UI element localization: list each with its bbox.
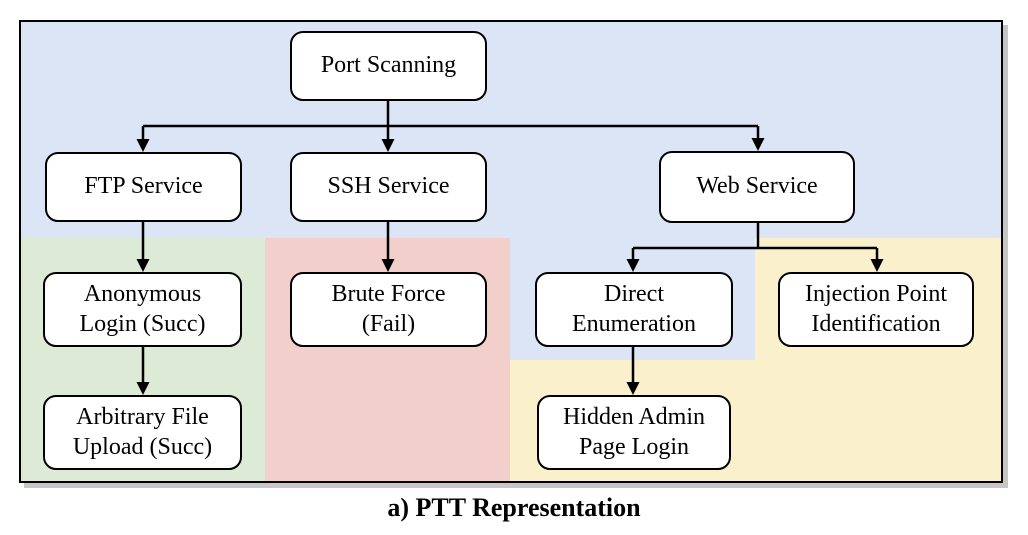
node-ftp-service: FTP Service (45, 152, 242, 222)
node-brute-force: Brute Force (Fail) (290, 272, 487, 347)
node-arbitrary-file-upload: Arbitrary File Upload (Succ) (43, 395, 242, 470)
figure-caption: a) PTT Representation (387, 493, 641, 522)
node-ssh-service: SSH Service (290, 152, 487, 222)
node-port-scanning: Port Scanning (290, 31, 487, 101)
node-hidden-admin-page-login: Hidden Admin Page Login (537, 395, 731, 470)
node-web-service: Web Service (659, 151, 855, 223)
node-anonymous-login: Anonymous Login (Succ) (43, 272, 242, 347)
node-injection-point-identification: Injection Point Identification (778, 272, 974, 347)
node-direct-enumeration: Direct Enumeration (535, 272, 733, 347)
